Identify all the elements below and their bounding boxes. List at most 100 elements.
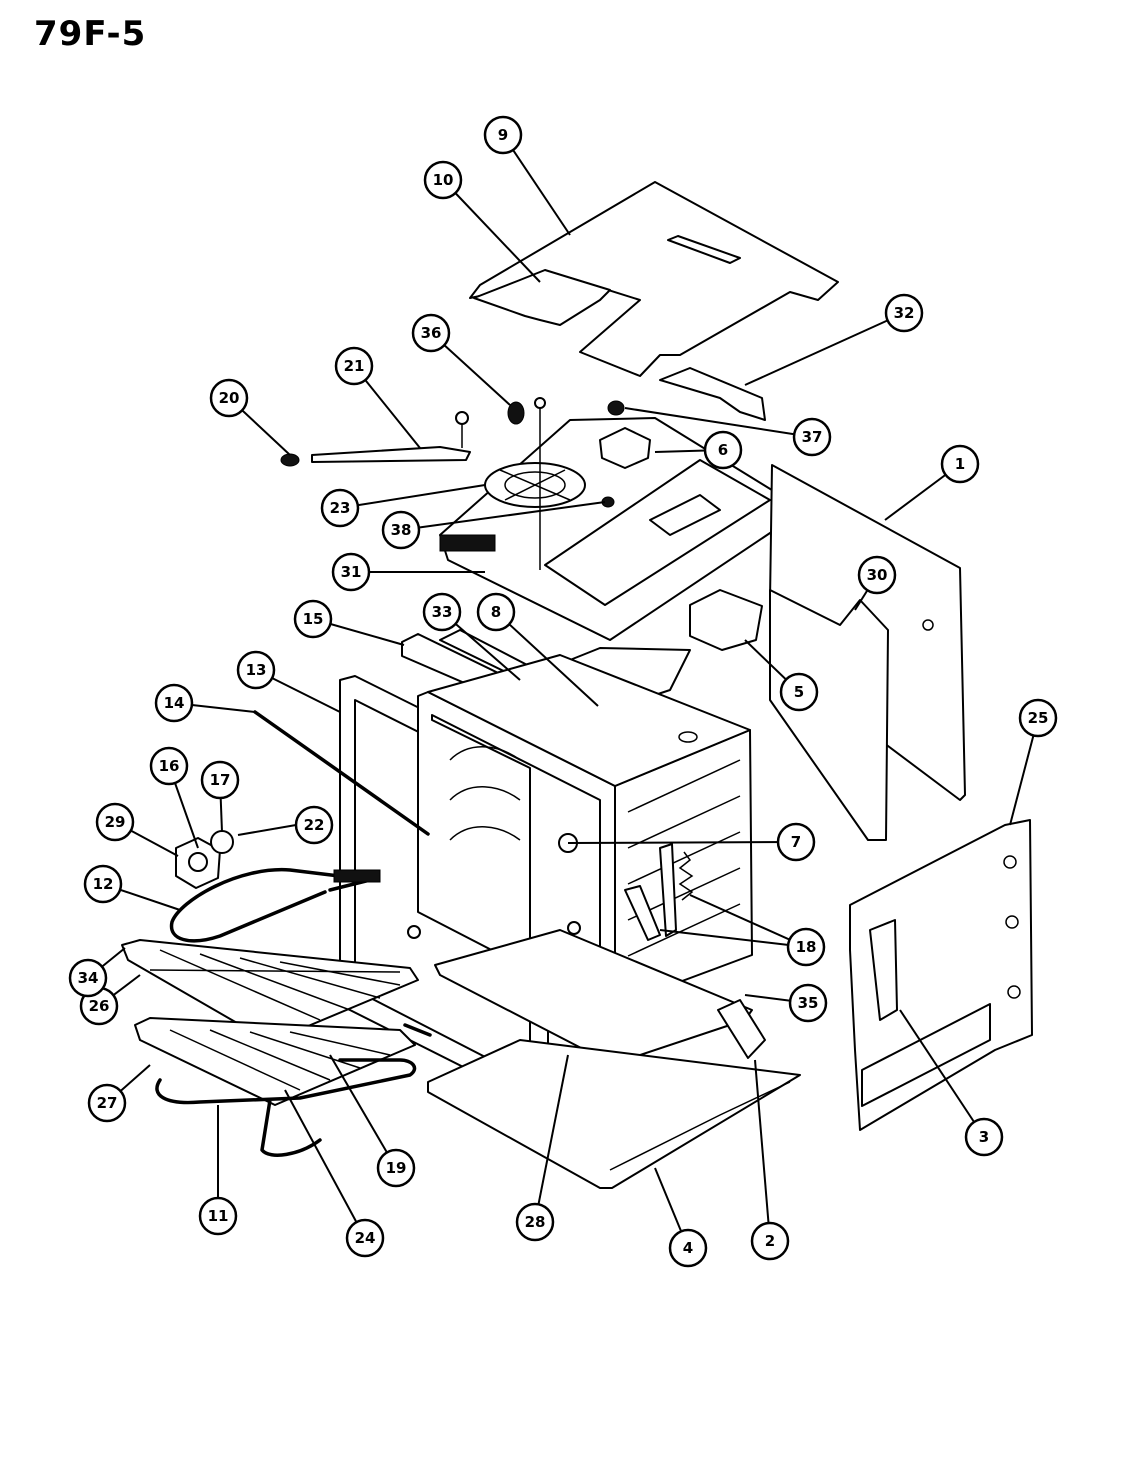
door-hinge [659, 843, 677, 937]
convection-fan [484, 462, 586, 508]
callout-22: 22 [294, 805, 334, 845]
back-panel-vent-row [861, 1003, 991, 1107]
bracket [717, 999, 766, 1059]
svg-text:10: 10 [433, 171, 454, 189]
svg-text:9: 9 [498, 126, 508, 144]
screw [534, 397, 546, 409]
callout-30: 30 [857, 555, 897, 595]
mounting-rod [311, 446, 471, 463]
callout-28: 28 [515, 1202, 555, 1242]
svg-text:1: 1 [955, 455, 965, 473]
hinge-spring [678, 851, 694, 901]
oven-exploded-drawing [121, 181, 1033, 1189]
door-hinge [624, 885, 661, 941]
rear-bracket [659, 367, 766, 421]
top-panel-slot [667, 235, 741, 264]
svg-text:30: 30 [867, 566, 888, 584]
element-terminals [333, 869, 381, 883]
svg-text:29: 29 [105, 813, 126, 831]
callout-3: 3 [964, 1117, 1004, 1157]
callout-6: 6 [703, 430, 743, 470]
oven-top-raised [544, 459, 771, 606]
callout-23: 23 [320, 488, 360, 528]
callout-38: 38 [381, 510, 421, 550]
rack-guides [449, 746, 741, 957]
screw [567, 921, 581, 935]
svg-text:38: 38 [391, 521, 412, 539]
svg-text:14: 14 [164, 694, 185, 712]
svg-text:35: 35 [798, 994, 819, 1012]
callout-18: 18 [786, 927, 826, 967]
svg-text:22: 22 [304, 816, 325, 834]
callout-21: 21 [334, 346, 374, 386]
callout-17: 17 [200, 760, 240, 800]
svg-text:4: 4 [683, 1239, 693, 1257]
svg-text:33: 33 [432, 603, 453, 621]
svg-text:13: 13 [246, 661, 267, 679]
oven-top-edge [439, 534, 496, 552]
grid-bars [149, 949, 401, 1021]
rack-support [403, 1023, 432, 1037]
svg-text:12: 12 [93, 875, 114, 893]
svg-text:3: 3 [979, 1128, 989, 1146]
svg-text:11: 11 [208, 1207, 229, 1225]
callout-4: 4 [668, 1228, 708, 1268]
callout-27: 27 [87, 1083, 127, 1123]
callout-31: 31 [331, 552, 371, 592]
plate-center [188, 852, 208, 872]
callout-36: 36 [411, 313, 451, 353]
svg-text:34: 34 [78, 969, 99, 987]
cavity-vent-hole [678, 731, 698, 743]
svg-text:5: 5 [794, 683, 804, 701]
callout-7: 7 [776, 822, 816, 862]
terminal-box [689, 589, 763, 651]
support-rod [253, 710, 430, 836]
callout-2: 2 [750, 1221, 790, 1261]
svg-text:32: 32 [894, 304, 915, 322]
screw [407, 925, 421, 939]
callout-15: 15 [293, 599, 333, 639]
svg-text:16: 16 [159, 757, 180, 775]
callout-29: 29 [95, 802, 135, 842]
callout-leaders [87, 134, 1039, 1249]
oven-rack [134, 1017, 416, 1106]
oven-top-window [649, 494, 721, 536]
callout-11: 11 [198, 1196, 238, 1236]
bottom-pan-rail [609, 1081, 791, 1171]
callout-1: 1 [940, 444, 980, 484]
callout-13: 13 [236, 650, 276, 690]
svg-text:23: 23 [330, 499, 351, 517]
callout-20: 20 [209, 378, 249, 418]
svg-text:6: 6 [718, 441, 728, 459]
callout-16: 16 [149, 746, 189, 786]
svg-text:24: 24 [355, 1229, 376, 1247]
callout-5: 5 [779, 672, 819, 712]
fan-motor [599, 427, 651, 469]
callout-37: 37 [792, 417, 832, 457]
housing-front-edge [447, 559, 611, 641]
callout-19: 19 [376, 1148, 416, 1188]
insulation [769, 589, 889, 841]
callout-8: 8 [476, 592, 516, 632]
side-panel-hole [922, 619, 934, 631]
diagram-title: 79F-5 [34, 14, 147, 54]
svg-text:21: 21 [344, 357, 365, 375]
callout-9: 9 [483, 115, 523, 155]
svg-text:18: 18 [796, 938, 817, 956]
back-panel-cutout [869, 919, 898, 1021]
callout-10: 10 [423, 160, 463, 200]
bottom-shield [434, 929, 753, 1066]
svg-text:26: 26 [89, 997, 110, 1015]
callout-14: 14 [154, 683, 194, 723]
svg-text:25: 25 [1028, 709, 1049, 727]
part-callouts: 1 2 3 4 5 6 7 8 9 10 11 12 13 14 15 16 1… [68, 115, 1058, 1268]
rod-screw [455, 411, 469, 425]
svg-text:31: 31 [341, 563, 362, 581]
top-panel [469, 181, 839, 377]
svg-text:28: 28 [525, 1213, 546, 1231]
oven-cavity-top [427, 654, 751, 787]
svg-text:15: 15 [303, 610, 324, 628]
svg-text:37: 37 [802, 428, 823, 446]
callout-35: 35 [788, 983, 828, 1023]
